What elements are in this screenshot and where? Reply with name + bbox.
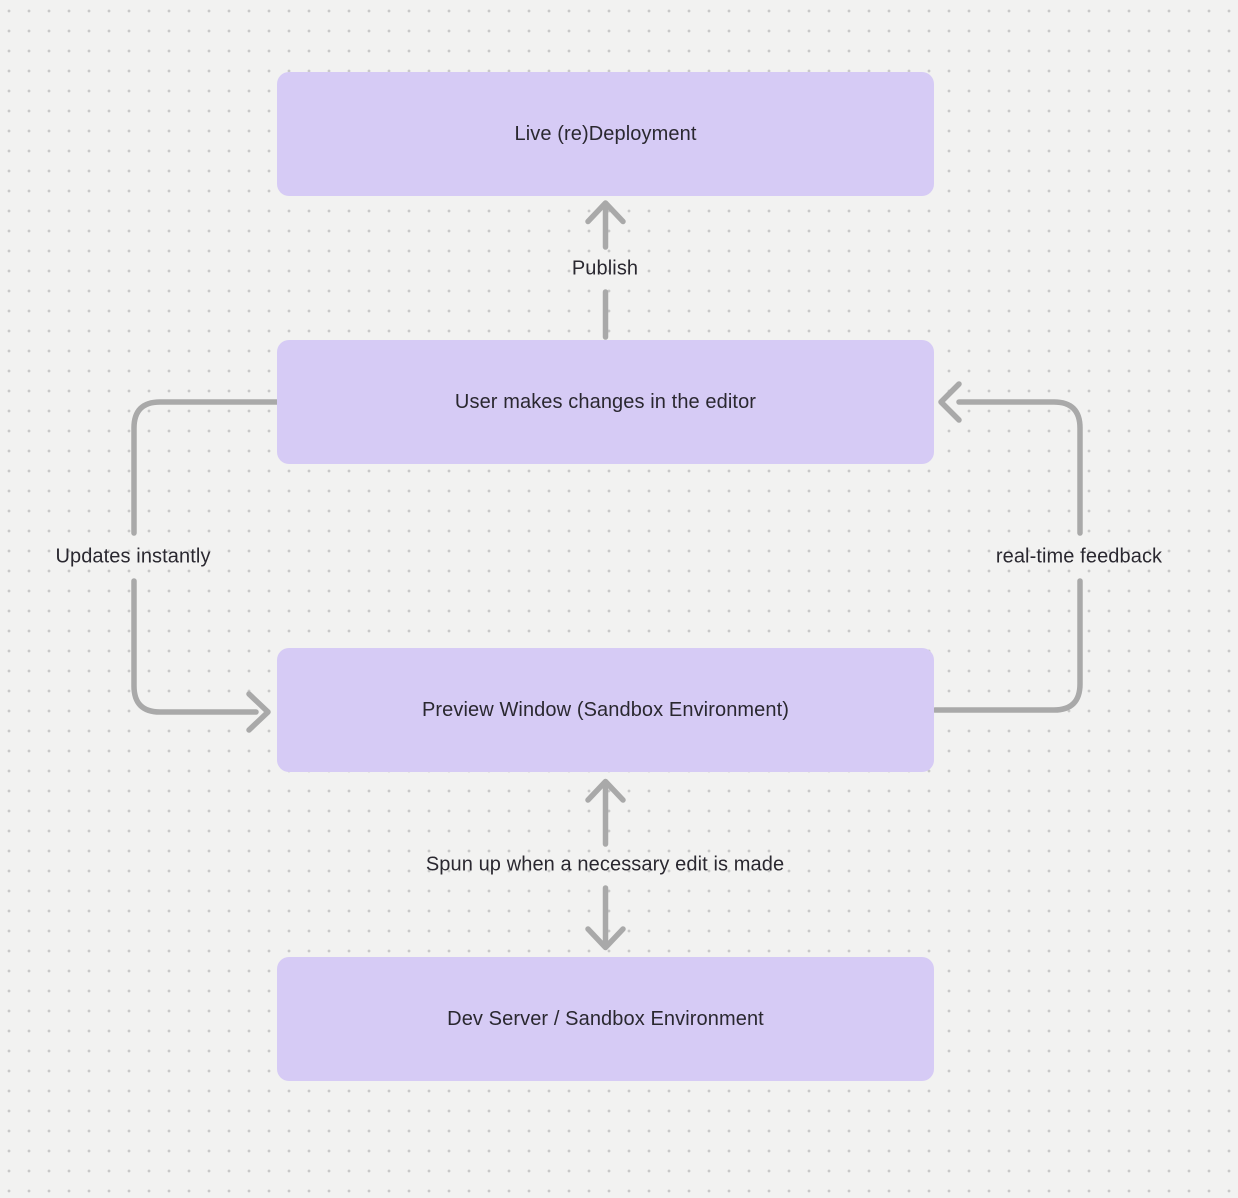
edge-label-publish: Publish (571, 257, 639, 280)
node-label: Dev Server / Sandbox Environment (447, 1007, 764, 1030)
edge-label-realtime-feedback: real-time feedback (995, 545, 1163, 568)
edge-spun-up-arrow (585, 778, 626, 951)
node-dev-server[interactable]: Dev Server / Sandbox Environment (277, 957, 934, 1081)
edge-label-spun-up: Spun up when a necessary edit is made (425, 853, 785, 876)
arrowhead-left-icon (938, 381, 962, 423)
edge-label-updates-instantly: Updates instantly (55, 545, 211, 568)
arrowhead-right-icon (246, 691, 271, 733)
node-label: Live (re)Deployment (514, 122, 697, 145)
edge-publish-arrow (585, 200, 626, 340)
node-label: Preview Window (Sandbox Environment) (421, 698, 790, 721)
node-user-editor[interactable]: User makes changes in the editor (277, 340, 934, 464)
edge-realtime-feedback-arrow (932, 381, 1083, 713)
edge-updates-instantly-arrow (131, 399, 280, 733)
arrowhead-up-icon (585, 778, 626, 803)
arrowhead-up-icon (585, 200, 626, 225)
node-preview-window[interactable]: Preview Window (Sandbox Environment) (277, 648, 934, 772)
arrowhead-down-icon (585, 926, 626, 951)
node-live-redeployment[interactable]: Live (re)Deployment (277, 72, 934, 196)
node-label: User makes changes in the editor (454, 390, 757, 413)
